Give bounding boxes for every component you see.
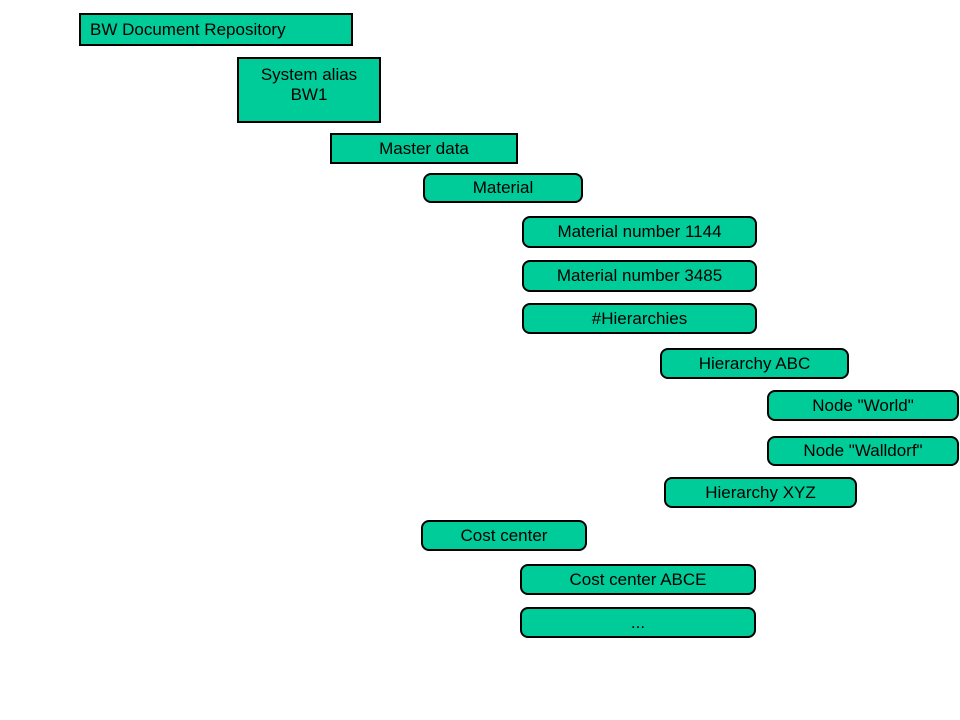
diagram-node-material-number-1144: Material number 1144 [522, 216, 757, 248]
diagram-node-cost-center-abce: Cost center ABCE [520, 564, 756, 595]
diagram-node-material-number-3485: Material number 3485 [522, 260, 757, 292]
diagram-node-label: System alias BW1 [260, 65, 358, 104]
diagram-node-label: Node "Walldorf" [803, 441, 923, 460]
diagram-node-system-alias-bw1: System alias BW1 [237, 57, 381, 123]
diagram-node-hierarchy-abc: Hierarchy ABC [660, 348, 849, 379]
diagram-node-label: Node "World" [812, 395, 914, 415]
diagram-node-hierarchy-xyz: Hierarchy XYZ [664, 477, 857, 508]
diagram-node-label: Hierarchy XYZ [705, 482, 816, 502]
diagram-node-cost-center: Cost center [421, 520, 587, 551]
diagram-node-label: Material number 1144 [557, 222, 722, 241]
diagram-node-node-walldorf: Node "Walldorf" [767, 436, 959, 466]
diagram-node-master-data: Master data [330, 133, 518, 164]
diagram-node-label: BW Document Repository [90, 19, 286, 39]
diagram-node-material: Material [423, 173, 583, 203]
diagram-node-label: Master data [379, 138, 469, 158]
diagram-node-ellipsis: ... [520, 607, 756, 638]
diagram-node-label: ... [630, 612, 646, 632]
diagram-node-bw-document-repository: BW Document Repository [79, 13, 353, 46]
diagram-node-label: Hierarchy ABC [698, 353, 811, 373]
diagram-node-hierarchies: #Hierarchies [522, 303, 757, 334]
diagram-node-label: #Hierarchies [591, 308, 688, 328]
diagram-node-node-world: Node "World" [767, 390, 959, 421]
diagram-node-label: Cost center [460, 525, 548, 545]
diagram-node-label: Cost center ABCE [569, 569, 707, 589]
diagram-node-label: Material [472, 178, 534, 197]
diagram-node-label: Material number 3485 [556, 266, 723, 285]
